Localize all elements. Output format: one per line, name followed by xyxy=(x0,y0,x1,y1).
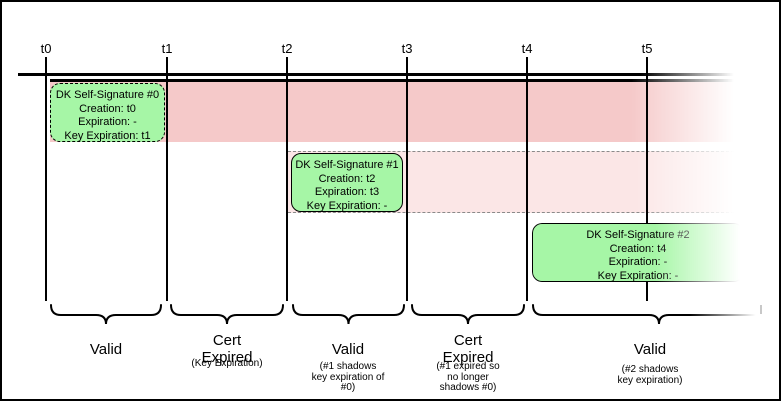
event-line-t3 xyxy=(406,57,408,301)
signature-expiration: Expiration: - xyxy=(608,256,668,268)
timeline-axis xyxy=(18,73,734,76)
segment-brace-2 xyxy=(292,303,405,326)
signature-creation: Creation: t0 xyxy=(79,102,136,115)
segment-label-3: Cert Expired xyxy=(442,332,494,366)
segment-brace-3 xyxy=(411,303,525,326)
signature-expiration: Expiration: t3 xyxy=(314,186,380,198)
segment-note-3: (#1 expired so no longer shadows #0) xyxy=(436,361,500,393)
signature-title: DK Self-Signature #0 xyxy=(55,89,160,101)
signature-key-expiration: Key Expiration: - xyxy=(306,199,388,212)
segment-label-1: Cert Expired xyxy=(201,332,253,366)
tick-label-t0: t0 xyxy=(40,41,52,56)
segment-note-2: (#1 shadows key expiration of #0) xyxy=(311,361,385,393)
signature-expiration: Expiration: - xyxy=(78,116,137,128)
tick-label-t1: t1 xyxy=(161,41,173,56)
signature-creation: Creation: t4 xyxy=(609,242,667,255)
event-line-t1 xyxy=(166,57,168,301)
event-line-t0 xyxy=(45,57,47,301)
signature-box-1: DK Self-Signature #1 Creation: t2 Expira… xyxy=(291,153,403,212)
segment-label-0: Valid xyxy=(89,340,123,358)
signature-title: DK Self-Signature #1 xyxy=(295,159,399,171)
signature-box-0: DK Self-Signature #0 Creation: t0 Expira… xyxy=(50,83,165,142)
segment-brace-0 xyxy=(50,303,162,326)
tick-label-t5: t5 xyxy=(641,41,653,56)
signature-key-expiration: Key Expiration: - xyxy=(597,269,679,282)
segment-note-4: (#2 shadows key expiration) xyxy=(617,364,683,386)
segment-brace-1 xyxy=(170,303,284,326)
signature-key-expiration: Key Expiration: t1 xyxy=(64,129,151,142)
signature-box-2: DK Self-Signature #2 Creation: t4 Expira… xyxy=(532,223,744,282)
event-line-t5 xyxy=(646,57,648,301)
partial-brace-stub xyxy=(760,305,762,314)
tick-label-t4: t4 xyxy=(521,41,533,56)
tick-label-t3: t3 xyxy=(401,41,413,56)
segment-label-2: Valid xyxy=(331,340,365,358)
signature-title: DK Self-Signature #2 xyxy=(586,229,690,241)
segment-label-4: Valid xyxy=(633,340,667,358)
event-line-t4 xyxy=(526,57,528,301)
segment-note-1: (Key Expiration) xyxy=(191,358,263,369)
segment-brace-4 xyxy=(532,303,779,326)
event-line-t2 xyxy=(286,57,288,301)
tick-label-t2: t2 xyxy=(281,41,293,56)
signature-creation: Creation: t2 xyxy=(318,172,376,185)
